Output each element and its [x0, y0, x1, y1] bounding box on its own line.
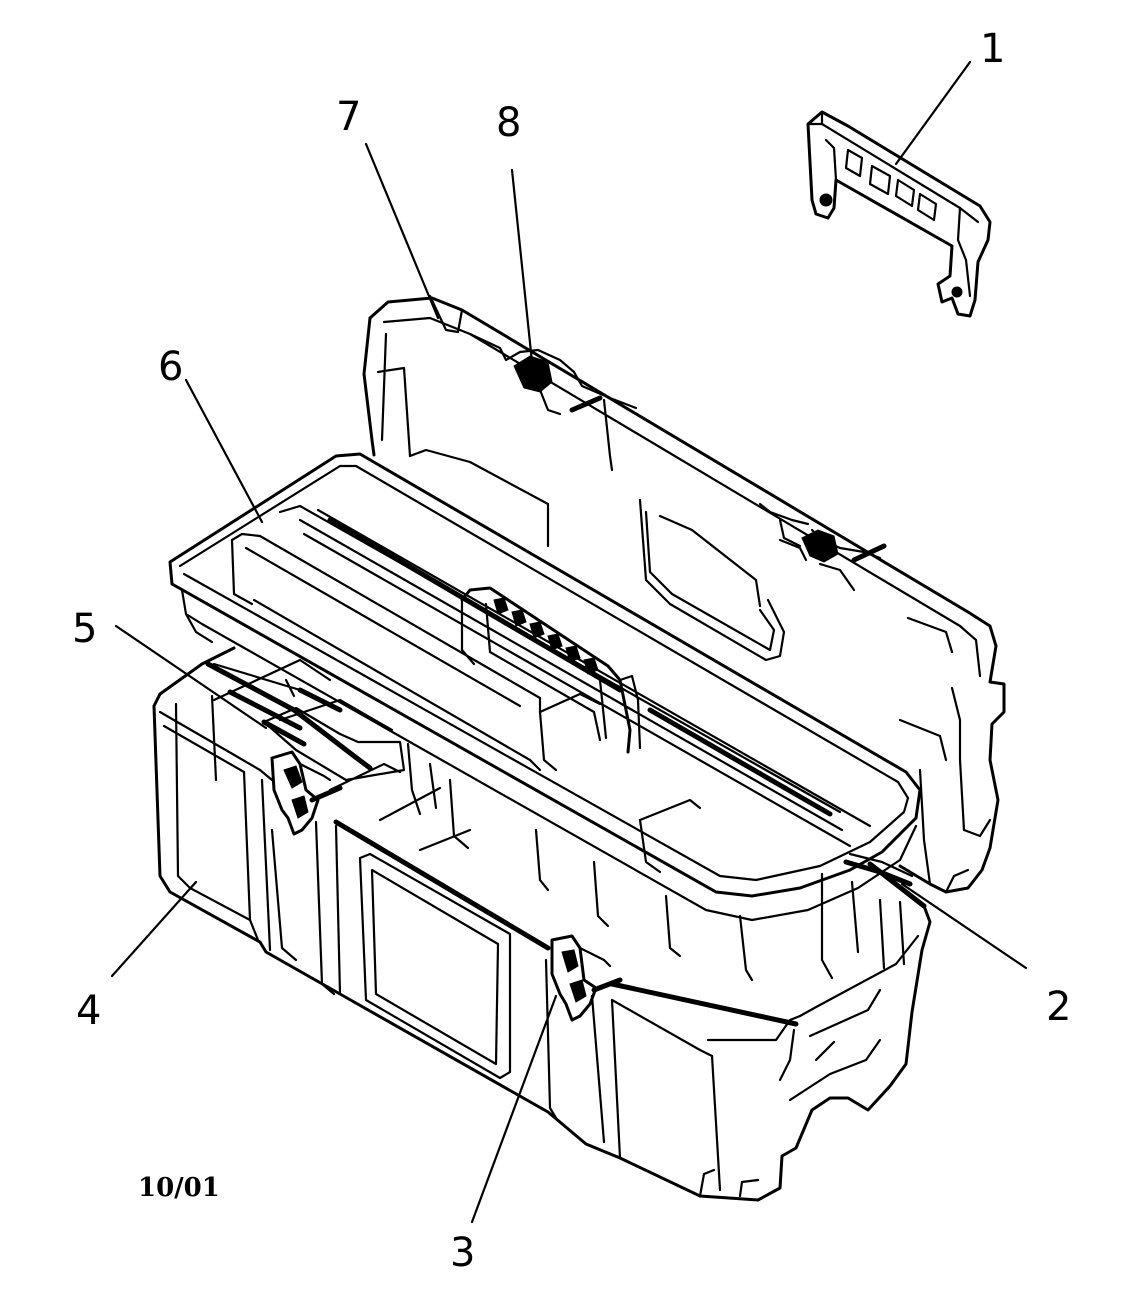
tray-support-part	[261, 706, 406, 782]
box-body-part	[152, 646, 932, 1202]
leader-line-1	[894, 60, 972, 166]
leader-line-4	[110, 880, 198, 978]
leader-line-2	[900, 882, 1028, 970]
leader-line-8	[510, 168, 534, 364]
latch-part	[270, 750, 623, 1022]
handle-part	[806, 110, 992, 318]
callout-7: 7	[336, 94, 361, 140]
tray-part	[168, 452, 922, 922]
leader-line-3	[470, 994, 558, 1224]
leader-line-7	[364, 142, 440, 320]
leader-line-5	[114, 624, 268, 730]
callout-4: 4	[76, 988, 101, 1034]
callout-3: 3	[450, 1230, 475, 1276]
hinge-pin-part	[843, 852, 914, 887]
leader-line-6	[184, 378, 264, 524]
callout-labels: 1 2 3 4 5 6 7 8	[72, 26, 1071, 1276]
leader-lines	[110, 60, 1028, 1224]
date-code: 10/01	[138, 1173, 220, 1203]
callout-6: 6	[158, 344, 183, 390]
callout-1: 1	[980, 26, 1005, 72]
callout-5: 5	[72, 606, 97, 652]
callout-2: 2	[1046, 984, 1071, 1030]
lid-part	[362, 294, 1006, 894]
callout-8: 8	[496, 100, 521, 146]
